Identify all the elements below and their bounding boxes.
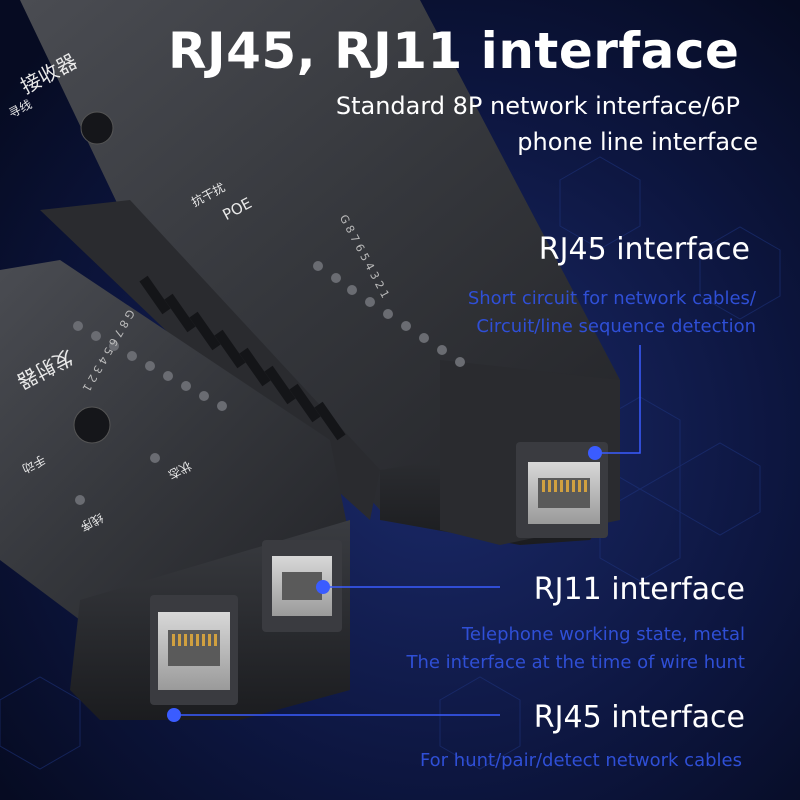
callout-dot-rj45-top xyxy=(588,446,602,460)
sender-device xyxy=(0,260,350,720)
callout-lines xyxy=(167,345,641,722)
receiver-led-row xyxy=(313,261,465,367)
rj11-desc-1: Telephone working state, metal xyxy=(462,624,745,645)
receiver-device xyxy=(20,0,620,545)
rj11-label: RJ11 interface xyxy=(533,572,745,607)
rj45-top-desc-1: Short circuit for network cables/ xyxy=(467,288,756,309)
subtitle-line-1: Standard 8P network interface/6P xyxy=(335,92,740,120)
rj11-desc-2: The interface at the time of wire hunt xyxy=(406,652,745,673)
rj45-top-desc-2: Circuit/line sequence detection xyxy=(476,316,756,337)
page-title: RJ45, RJ11 interface xyxy=(168,22,740,80)
rj45-top-label: RJ45 interface xyxy=(538,232,750,267)
subtitle-line-2: phone line interface xyxy=(517,128,758,156)
callout-dot-rj11 xyxy=(316,580,330,594)
sender-led-row xyxy=(73,321,227,411)
manual-button xyxy=(73,406,111,444)
find-line-button xyxy=(80,111,114,145)
callout-dot-rj45-bottom xyxy=(167,708,181,722)
rj45-bottom-desc-1: For hunt/pair/detect network cables xyxy=(419,750,742,771)
rj45-bottom-label: RJ45 interface xyxy=(533,700,745,735)
